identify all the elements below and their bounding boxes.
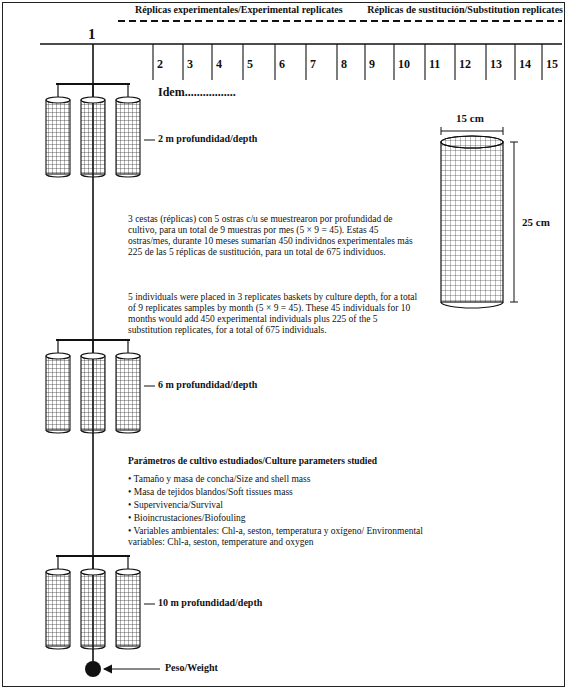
line-ticks bbox=[153, 44, 542, 80]
dimension-label: 15 cm bbox=[456, 112, 484, 125]
tick bbox=[541, 44, 542, 80]
tick bbox=[364, 44, 365, 80]
note-english: 5 individuals were placed in 3 replicate… bbox=[128, 292, 418, 336]
tick bbox=[242, 44, 243, 80]
replicate-number: 6 bbox=[279, 58, 285, 72]
replicate-number: 14 bbox=[519, 58, 531, 72]
longline bbox=[40, 43, 562, 45]
parameter-item: • Tamaño y masa de concha/Size and shell… bbox=[128, 474, 428, 485]
idem-label: Idem................. bbox=[158, 86, 236, 100]
frame-border bbox=[3, 3, 565, 687]
replicate-number: 10 bbox=[398, 58, 410, 72]
parameters-heading: Parámetros de cultivo estudiados/Culture… bbox=[128, 456, 428, 467]
replicate-number: 2 bbox=[157, 58, 163, 72]
note-spanish: 3 cestas (réplicas) con 5 ostras c/u se … bbox=[128, 214, 418, 258]
tick bbox=[454, 44, 455, 80]
dimension-label: 25 cm bbox=[522, 216, 550, 229]
replicate-number: 7 bbox=[310, 58, 316, 72]
large-basket bbox=[441, 127, 518, 308]
basket-groups bbox=[46, 84, 140, 649]
depth-label: 2 m profundidad/depth bbox=[158, 133, 257, 145]
replicate-number: 3 bbox=[187, 58, 193, 72]
depth-leader bbox=[144, 604, 155, 605]
depth-leader bbox=[144, 386, 155, 387]
weight-pointer bbox=[104, 668, 160, 669]
replicate-number: 13 bbox=[490, 58, 502, 72]
tick bbox=[485, 44, 486, 80]
replicate-number: 12 bbox=[459, 58, 471, 72]
dashed-header-line bbox=[118, 20, 562, 22]
parameter-item: • Masa de tejidos blandos/Soft tissues m… bbox=[128, 487, 428, 498]
replicate-number: 8 bbox=[341, 58, 347, 72]
replicate-number: 9 bbox=[369, 58, 375, 72]
tick bbox=[393, 44, 394, 80]
tick bbox=[305, 44, 306, 80]
parameter-item: • Bioincrustaciones/Biofouling bbox=[128, 513, 428, 524]
weight-label: Peso/Weight bbox=[165, 662, 218, 674]
weight bbox=[85, 661, 101, 677]
parameter-item: • Supervivencia/Survival bbox=[128, 500, 428, 511]
tick bbox=[336, 44, 337, 80]
tick bbox=[182, 44, 183, 80]
replicate-number: 11 bbox=[429, 58, 440, 72]
replicate-number: 5 bbox=[247, 58, 253, 72]
parameter-item: • Variables ambientales: Chl-a, seston, … bbox=[128, 526, 428, 548]
replicate-number: 15 bbox=[546, 58, 558, 72]
depth-label: 10 m profundidad/depth bbox=[158, 597, 262, 609]
tick bbox=[274, 44, 275, 80]
header-label: Réplicas de sustitución/Substitution rep… bbox=[367, 4, 563, 16]
tick bbox=[424, 44, 425, 80]
header-label: Réplicas experimentales/Experimental rep… bbox=[135, 4, 343, 16]
tick bbox=[211, 44, 212, 80]
tick bbox=[514, 44, 515, 80]
tick bbox=[152, 44, 153, 80]
depth-leader bbox=[144, 140, 155, 141]
replicate-number: 1 bbox=[88, 26, 96, 43]
depth-label: 6 m profundidad/depth bbox=[158, 379, 257, 391]
replicate-number: 4 bbox=[216, 58, 222, 72]
